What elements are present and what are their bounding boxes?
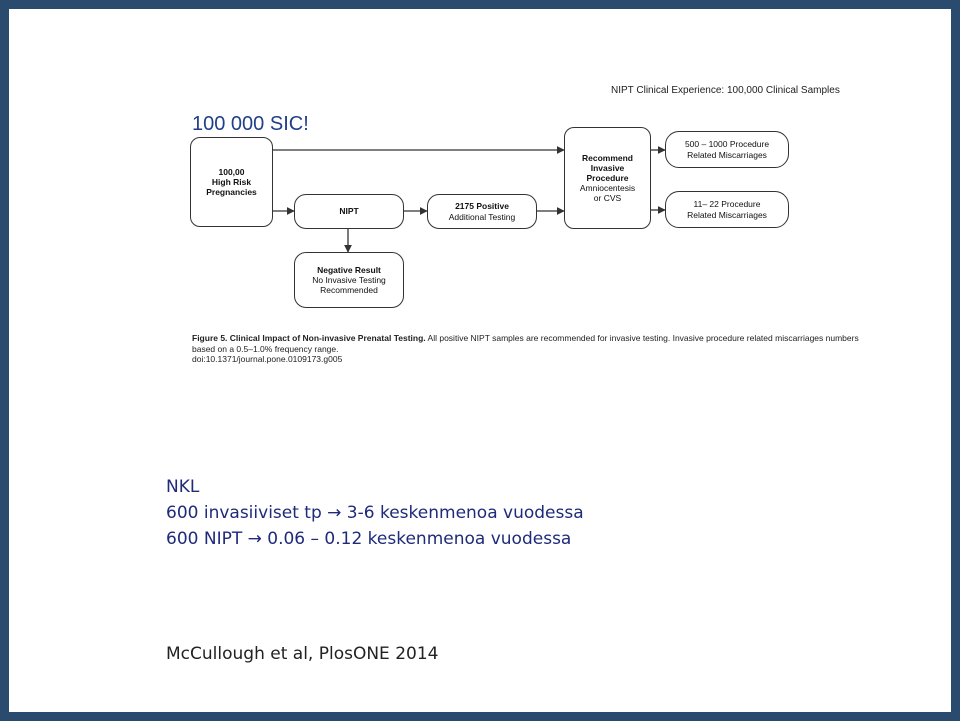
handwritten-annotation: 100 000 SIC!	[192, 113, 309, 135]
notes-line3: 600 NIPT → 0.06 – 0.12 keskenmenoa vuode…	[166, 529, 572, 549]
node-miscarriage-high-line2: Related Miscarriages	[687, 149, 767, 160]
node-miscarriage-high-line1: 500 – 1000 Procedure	[684, 139, 770, 150]
figure-caption: Figure 5. Clinical Impact of Non-invasiv…	[192, 333, 872, 365]
caption-lead: Figure 5. Clinical Impact of Non-invasiv…	[192, 333, 426, 343]
node-negative-line3: Recommended	[320, 285, 378, 296]
node-positive-line2: Additional Testing	[448, 211, 516, 222]
node-miscarriage-high: 500 – 1000 Procedure Related Miscarriage…	[665, 131, 789, 168]
node-miscarriage-low-line2: Related Miscarriages	[687, 209, 767, 220]
node-recommend-invasive: Recommend Invasive Procedure Amniocentes…	[564, 127, 651, 229]
node-recommend-line2: Invasive	[590, 162, 625, 173]
node-recommend-line5: or CVS	[593, 193, 622, 204]
node-negative-result: Negative Result No Invasive Testing Reco…	[294, 252, 404, 308]
flow-arrows	[273, 146, 666, 253]
node-high-risk-line3: Pregnancies	[206, 187, 257, 198]
node-nipt-label: NIPT	[339, 206, 359, 217]
figure-header: NIPT Clinical Experience: 100,000 Clinic…	[611, 85, 840, 96]
reference-citation: McCullough et al, PlosONE 2014	[166, 644, 439, 664]
node-high-risk-pregnancies: 100,00 High Risk Pregnancies	[190, 137, 273, 227]
node-recommend-line3: Procedure	[586, 172, 629, 183]
node-nipt: NIPT	[294, 194, 404, 229]
notes-line2: 600 invasiiviset tp → 3-6 keskenmenoa vu…	[166, 503, 584, 523]
node-miscarriage-low: 11– 22 Procedure Related Miscarriages	[665, 191, 789, 228]
node-miscarriage-low-line1: 11– 22 Procedure	[693, 199, 761, 210]
slide-notes: NKL 600 invasiiviset tp → 3-6 keskenmeno…	[166, 474, 584, 552]
slide: NIPT Clinical Experience: 100,000 Clinic…	[9, 9, 951, 712]
node-negative-line1: Negative Result	[317, 264, 381, 275]
node-positive: 2175 Positive Additional Testing	[427, 194, 537, 229]
node-negative-line2: No Invasive Testing	[312, 274, 386, 285]
node-high-risk-line1: 100,00	[218, 166, 245, 177]
node-recommend-line4: Amniocentesis	[579, 183, 636, 194]
caption-doi: doi:10.1371/journal.pone.0109173.g005	[192, 354, 343, 365]
caption-text: All positive NIPT samples are recommende…	[192, 333, 859, 354]
node-recommend-line1: Recommend	[581, 152, 633, 163]
node-positive-line1: 2175 Positive	[455, 201, 509, 212]
node-high-risk-line2: High Risk	[211, 176, 252, 187]
notes-line1: NKL	[166, 477, 200, 497]
